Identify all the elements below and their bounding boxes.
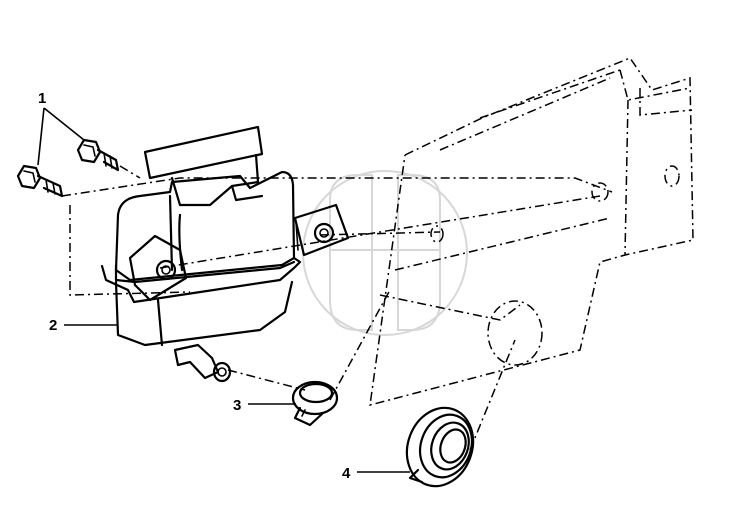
mounting-bracket-left (128, 234, 188, 302)
grommet (405, 406, 475, 488)
watermark-logo (302, 170, 468, 336)
callout-label-3: 3 (233, 397, 241, 414)
bolt-lower (16, 164, 64, 198)
callout-label-1: 1 (38, 90, 46, 107)
hose-outlet (173, 343, 232, 383)
washer-reservoir (100, 125, 302, 347)
callout-4: 4 (342, 465, 410, 482)
callout-label-2: 2 (49, 317, 57, 334)
hose-clamp (291, 380, 339, 427)
bolt-upper (76, 138, 120, 172)
mounting-bracket-right (293, 203, 350, 257)
callout-3: 3 (233, 397, 296, 414)
callout-2: 2 (49, 317, 118, 334)
body-panel (369, 57, 694, 407)
callout-1: 1 (37, 90, 85, 166)
callout-label-4: 4 (342, 465, 351, 482)
